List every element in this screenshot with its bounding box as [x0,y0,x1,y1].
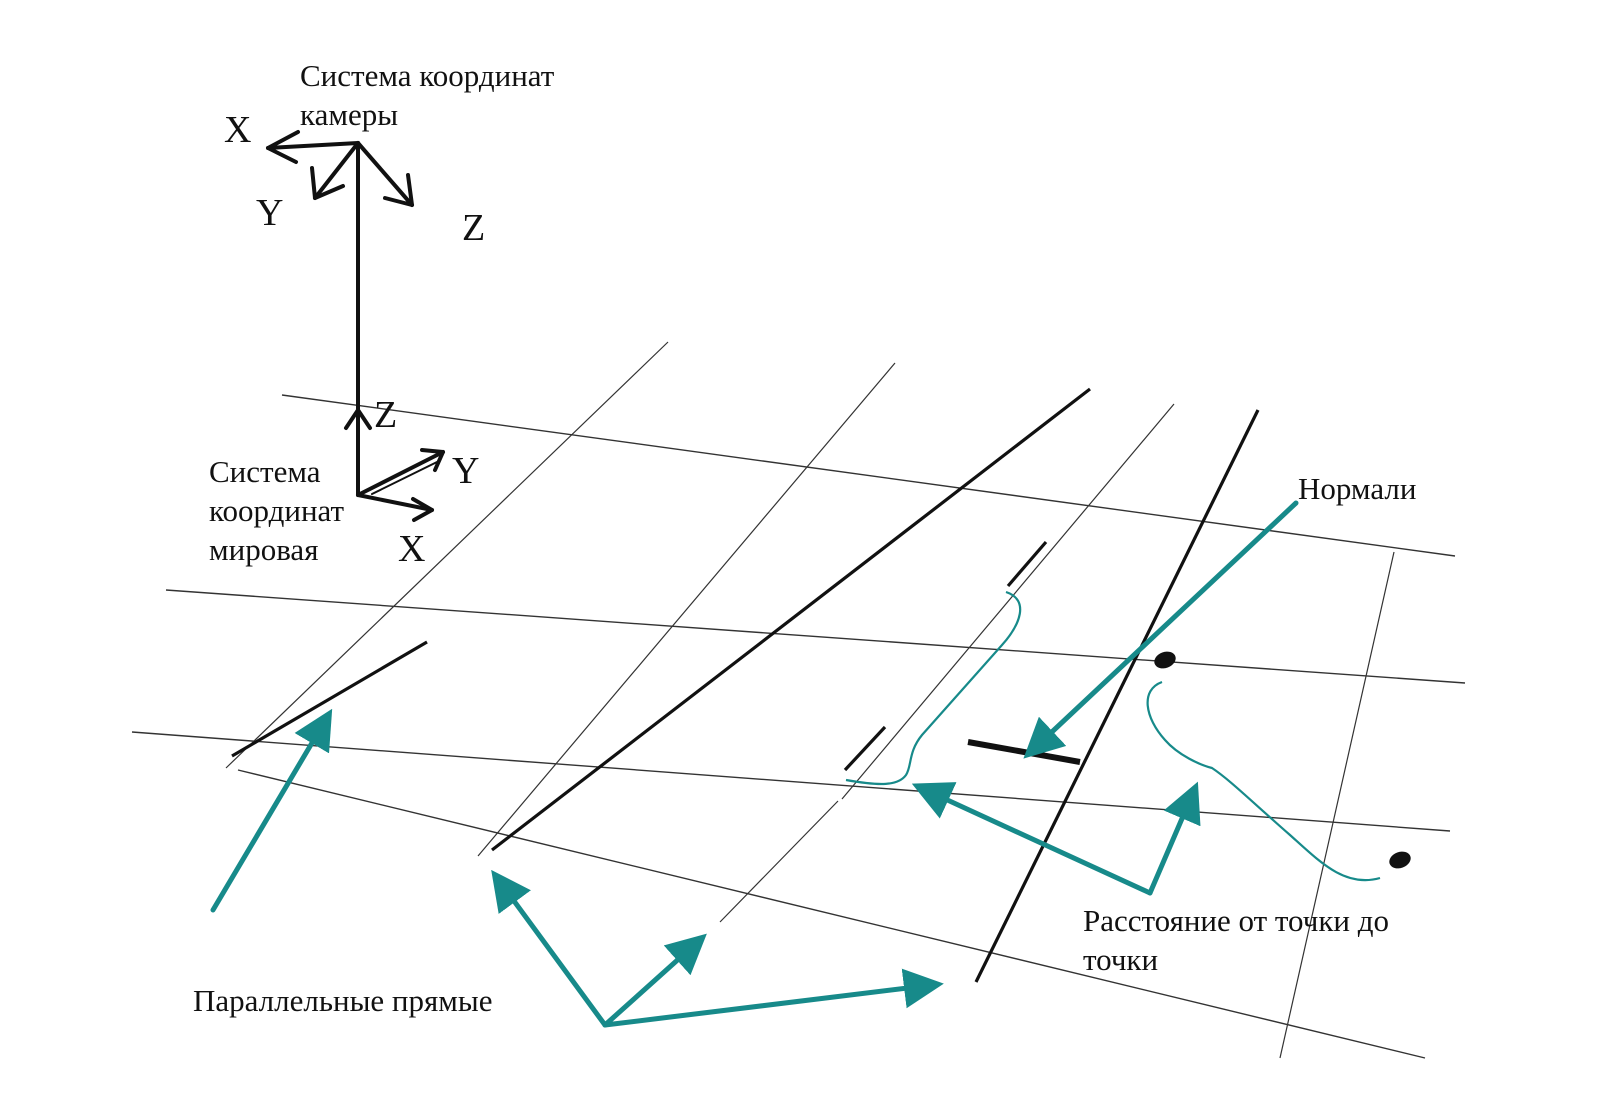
world-x-axis [356,493,434,512]
arrow-parallel-3 [602,933,707,1028]
camera-z-axis [356,141,414,207]
camera-y-axis [313,141,360,200]
point-2 [1389,851,1411,869]
camera-z-label: Z [462,207,486,249]
grid-line-t1 [281,394,1456,557]
world-system-label: Система координат мировая [209,454,345,567]
parallel-lines [231,387,1260,983]
parallel-line-1 [231,640,428,758]
arrow-distance-1 [911,782,1153,896]
world-z-label: Z [374,394,398,436]
camera-x-axis [266,141,360,150]
brace-left [845,590,1022,786]
grid-line-r3 [841,403,1175,800]
grid-line-r1 [225,341,669,769]
normal-segment [967,739,1081,765]
world-z-arrowhead [344,408,372,430]
grid-line-t4 [237,769,1426,1059]
camera-y-label: Y [256,192,284,234]
parallel-line-5 [974,409,1260,983]
arrow-parallel-4 [602,968,944,1028]
grid-line-r5 [1279,551,1395,1059]
parallel-lines-label: Параллельные прямые [193,983,493,1018]
arrow-distance-2 [1147,781,1201,896]
grid-receding-lines [225,341,1395,1059]
point-distance-label: Расстояние от точки до точки [1083,903,1390,977]
point-1 [1154,651,1176,669]
parallel-line-3 [1006,540,1048,588]
camera-z-arrowhead [383,173,414,207]
grid-line-t2 [165,589,1466,684]
annotation-arrows [210,500,1299,1028]
grid-line-t3 [131,731,1451,832]
world-y-label: Y [452,450,480,492]
world-x-label: X [398,528,426,570]
camera-axes [266,130,414,412]
parallel-line-2 [491,387,1091,852]
camera-x-label: X [224,109,252,151]
grid-line-r4 [719,800,839,923]
world-y-axis [356,450,445,497]
world-axes [344,408,445,522]
arrow-normals [1023,500,1299,759]
camera-y-arrowhead [310,166,345,200]
brace-right [1146,680,1381,882]
distance-braces [845,590,1381,882]
camera-system-label: Система координат камеры [300,58,555,132]
world-x-arrowhead [411,497,434,522]
world-y-axis-secondary [371,461,438,495]
arrow-parallel-2 [491,869,608,1028]
camera-x-arrowhead [266,130,300,164]
world-y-arrowhead [420,448,445,472]
grid-line-r2 [477,362,896,857]
parallel-line-4 [843,725,887,772]
arrow-parallel-1 [210,708,333,913]
normals-label: Нормали [1298,471,1417,506]
grid-transverse-lines [131,394,1466,1059]
